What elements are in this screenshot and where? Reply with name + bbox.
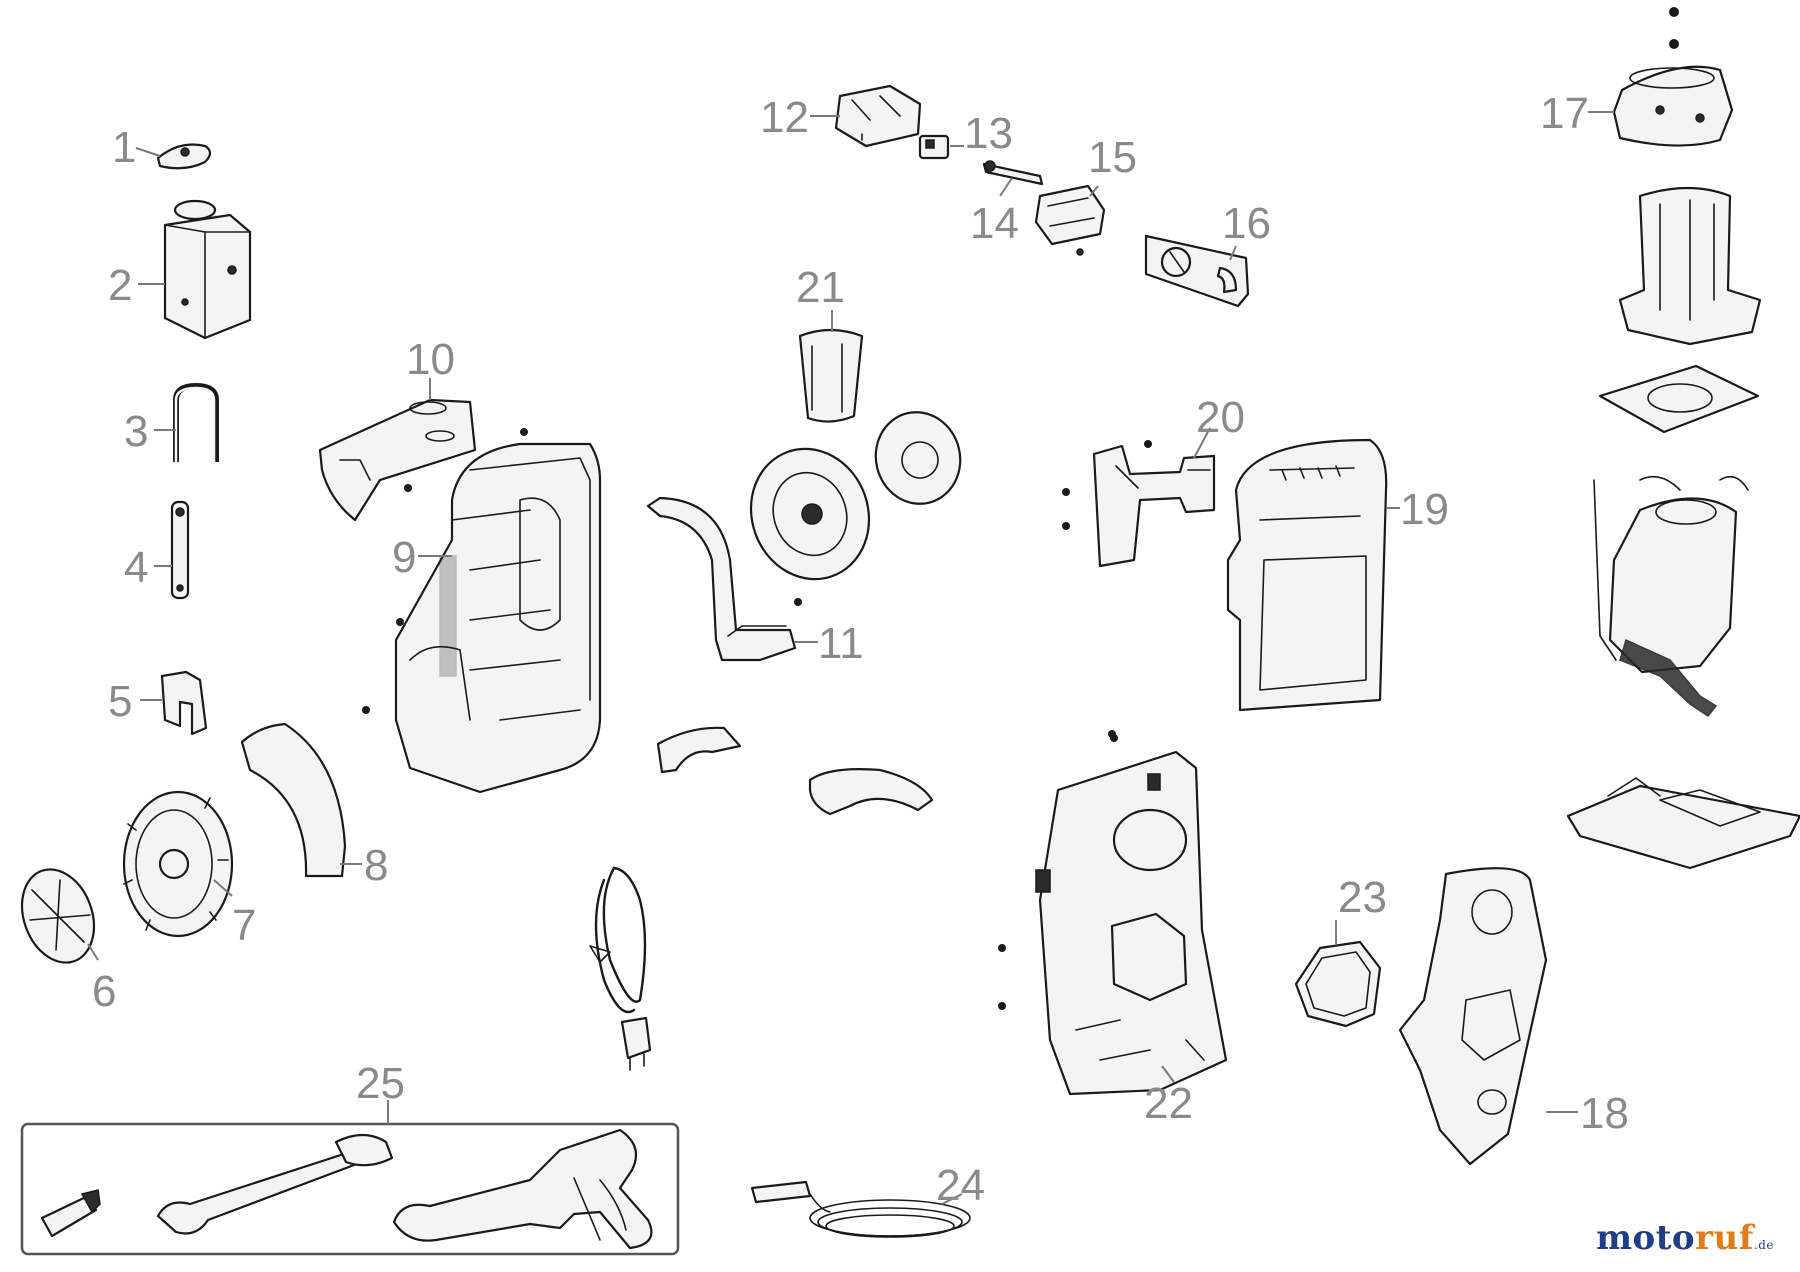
part-18-rear-housing — [1398, 867, 1548, 1166]
screws — [362, 428, 1152, 1010]
part-9-main-housing — [394, 442, 602, 794]
callout-20: 20 — [1196, 393, 1245, 442]
callout-9: 9 — [392, 533, 416, 582]
motor-pump-assembly — [1593, 475, 1749, 718]
part-20-cord-hook — [1092, 444, 1216, 568]
watermark-main: moto — [1596, 1218, 1696, 1258]
callout-15: 15 — [1088, 133, 1137, 182]
callout-11: 11 — [818, 619, 864, 668]
watermark-suffix: .de — [1753, 1238, 1774, 1252]
callout-5: 5 — [108, 677, 132, 726]
callout-25: 25 — [356, 1059, 405, 1108]
callout-12: 12 — [760, 93, 809, 142]
callout-16: 16 — [1222, 199, 1271, 248]
part-3-u-clip — [173, 383, 219, 462]
callout-1: 1 — [112, 123, 136, 172]
callout-labels: 1 2 3 4 5 6 7 8 9 10 11 12 13 14 15 16 1… — [92, 89, 1629, 1210]
wheel-right — [749, 447, 871, 581]
callout-14: 14 — [970, 199, 1019, 248]
part-12-switch-housing — [834, 84, 922, 148]
axle-bracket — [656, 726, 742, 774]
part-4-bracket — [170, 500, 190, 600]
part-7-wheel — [122, 790, 234, 938]
part-19-handle — [1226, 438, 1388, 712]
callout-4: 4 — [124, 543, 148, 592]
callout-6: 6 — [92, 967, 116, 1016]
part-5-clip — [160, 670, 208, 736]
callout-21: 21 — [796, 263, 845, 312]
callout-10: 10 — [406, 335, 455, 384]
motor-housing — [1618, 186, 1762, 346]
callout-18: 18 — [1580, 1089, 1629, 1138]
part-6-hub-cap — [20, 868, 96, 964]
motoruf-watermark: motoruf.de — [1596, 1218, 1774, 1258]
callout-7: 7 — [232, 901, 256, 950]
part-10-top-cover — [318, 398, 477, 522]
power-cord — [589, 866, 652, 1071]
part-22-front-housing — [1035, 750, 1228, 1096]
callout-24: 24 — [936, 1161, 985, 1210]
callout-19: 19 — [1400, 485, 1449, 534]
watermark-accent: ruf — [1695, 1218, 1754, 1258]
wheel-hubcap-right — [874, 411, 962, 505]
callout-8: 8 — [364, 841, 388, 890]
part-16-knob-panel — [1144, 234, 1250, 308]
part-24-hose — [750, 1180, 971, 1238]
part-8-hose-guide — [240, 722, 347, 878]
callout-13: 13 — [964, 109, 1013, 158]
hose-clamp — [808, 768, 934, 816]
motor-seal-plate — [1598, 364, 1760, 434]
part-23-seal — [1294, 940, 1382, 1028]
leader-lines — [87, 111, 1614, 1205]
callout-22: 22 — [1144, 1079, 1193, 1128]
callout-17: 17 — [1540, 89, 1589, 138]
part-11-cable-hook — [646, 496, 797, 662]
part-15-control-board — [1034, 184, 1106, 256]
part-1-tank-cap — [156, 143, 212, 170]
part-21-nozzle-holder — [798, 328, 864, 423]
part-17-motor-top-cover — [1612, 7, 1734, 147]
part-2-detergent-tank — [163, 199, 252, 340]
part-14-shaft — [982, 160, 1044, 186]
part-13-switch — [918, 134, 950, 160]
callout-3: 3 — [124, 407, 148, 456]
callout-2: 2 — [108, 261, 132, 310]
motor-base-bracket — [1566, 777, 1800, 870]
part-25-spray-gun-set — [20, 1122, 680, 1256]
callout-23: 23 — [1338, 873, 1387, 922]
